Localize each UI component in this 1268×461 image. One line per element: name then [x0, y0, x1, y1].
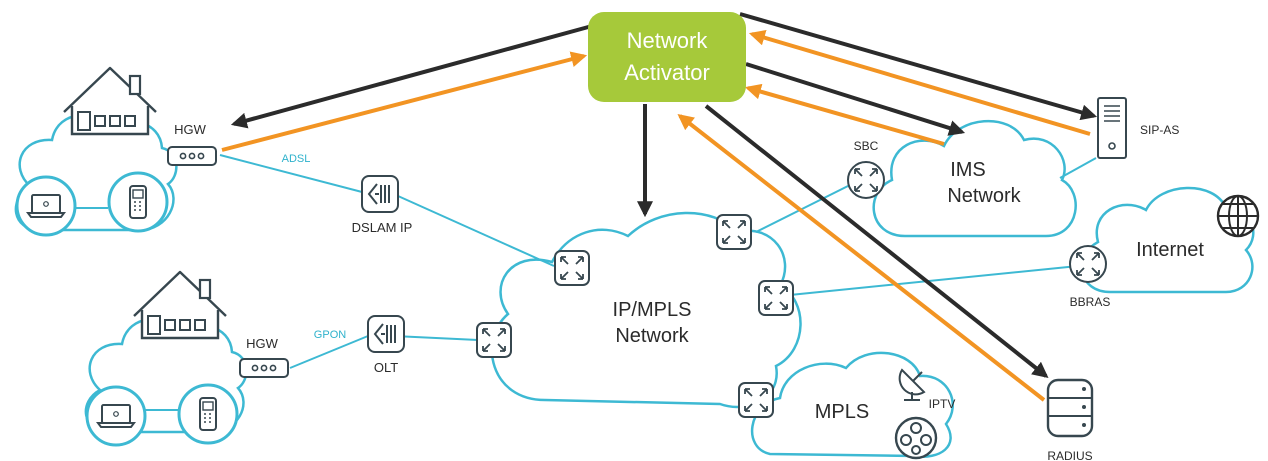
hgw-top-label: HGW [174, 122, 207, 137]
router-icon[interactable] [738, 382, 774, 418]
globe-icon [1216, 194, 1260, 238]
sbc-router-icon[interactable] [847, 161, 885, 199]
internet-cloud-label: Internet [1136, 239, 1204, 261]
router-icon[interactable] [716, 214, 752, 250]
gpon-label: GPON [314, 329, 346, 341]
house-icon [132, 270, 228, 340]
laptop-icon [85, 385, 147, 447]
server-icon[interactable] [1097, 97, 1127, 159]
radius-label: RADIUS [1047, 449, 1092, 461]
adsl-label: ADSL [282, 153, 311, 165]
router-icon[interactable] [758, 280, 794, 316]
core-cloud-line1: IP/MPLS [613, 299, 692, 321]
olt-label: OLT [374, 360, 398, 375]
network-activator[interactable]: Network Activator [588, 12, 746, 102]
modem-icon[interactable] [239, 358, 289, 378]
sbc-label: SBC [854, 139, 879, 153]
core-cloud-line2: Network [615, 325, 689, 347]
dslam-label: DSLAM IP [352, 220, 413, 235]
bbras-router-icon[interactable] [1069, 245, 1107, 283]
bbras-label: BBRAS [1070, 295, 1111, 309]
dslam-icon[interactable] [361, 175, 399, 213]
database-icon[interactable] [1046, 378, 1094, 438]
router-icon[interactable] [554, 250, 590, 286]
sip-as-label: SIP-AS [1140, 123, 1179, 137]
phone-icon [177, 383, 239, 445]
activator-line2: Activator [624, 60, 710, 85]
ims-cloud-line1: IMS [950, 159, 986, 181]
satellite-dish-icon [898, 368, 926, 401]
mpls-cloud-label: MPLS [815, 401, 869, 423]
hgw-bottom-label: HGW [246, 336, 279, 351]
router-icon[interactable] [476, 322, 512, 358]
laptop-icon [15, 175, 77, 237]
film-reel-icon [894, 416, 938, 460]
phone-icon [107, 171, 169, 233]
iptv-label: IPTV [929, 397, 956, 411]
activator-line1: Network [627, 28, 709, 53]
house-icon [62, 66, 158, 136]
activator-arrows [221, 12, 1098, 402]
modem-icon[interactable] [167, 146, 217, 166]
olt-icon[interactable] [367, 315, 405, 353]
ims-cloud-line2: Network [947, 185, 1021, 207]
